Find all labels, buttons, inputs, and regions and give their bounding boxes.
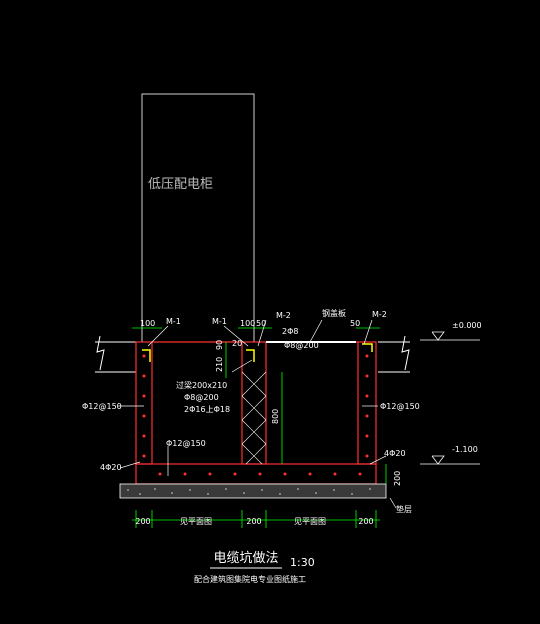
beam-rebar-label: 2Φ16上Φ18 xyxy=(184,405,230,414)
bottom-dim-text: 见平面图 xyxy=(294,517,326,526)
m1-mid-label: M-1 xyxy=(212,317,227,326)
title-block: 电缆坑做法 1:30 配合建筑图集院电专业图纸施工 xyxy=(194,550,315,584)
dim-800: 800 xyxy=(271,409,280,424)
bottom-dim-text: 200 xyxy=(135,517,150,526)
right-wall xyxy=(357,341,377,465)
weld-2d8: 2Φ8 xyxy=(282,327,298,336)
bottom-dim-text: 200 xyxy=(358,517,373,526)
middle-beam xyxy=(241,341,267,465)
bottom-slab xyxy=(135,463,377,485)
dim-100-b: 100 xyxy=(240,319,255,328)
corner-left-label: 4Φ20 xyxy=(100,463,122,472)
dim-50-b: 50 xyxy=(350,319,360,328)
beam-stirrup-label: Φ8@200 xyxy=(184,393,219,402)
cushion-layer xyxy=(119,483,387,499)
elevation-top-label: ±0.000 xyxy=(452,321,482,330)
dim-90: 90 xyxy=(215,340,224,350)
elevation-top-symbol xyxy=(431,331,445,341)
elevation-bottom-symbol xyxy=(431,455,445,465)
m2-mid-label: M-2 xyxy=(276,311,291,320)
cabinet-outline xyxy=(141,93,255,343)
dimension-lines xyxy=(132,327,387,528)
drawing-scale: 1:30 xyxy=(290,556,315,569)
rebar-dots xyxy=(142,354,369,476)
beam-size-label: 过梁200x210 xyxy=(176,380,227,390)
bottom-dim-text: 200 xyxy=(246,517,261,526)
break-mark-left xyxy=(96,335,105,371)
dim-210: 210 xyxy=(215,357,224,372)
angle-irons xyxy=(142,343,373,362)
pit-walls xyxy=(135,341,377,485)
dim-50-a: 50 xyxy=(256,319,266,328)
bottom-dim-text: 见平面图 xyxy=(180,517,212,526)
drawing-title: 电缆坑做法 xyxy=(213,550,278,566)
cushion-label: 垫层 xyxy=(396,504,412,514)
elevation-bottom-label: -1.100 xyxy=(452,445,478,454)
leader-lines xyxy=(118,319,397,509)
m2-right-label: M-2 xyxy=(372,310,387,319)
drawing-subtitle: 配合建筑图集院电专业图纸施工 xyxy=(194,574,306,584)
bottom-rebar-label: Φ12@150 xyxy=(166,439,206,448)
beam-hatch xyxy=(241,371,267,465)
dim-20: 20 xyxy=(232,339,242,348)
wall-rebar-right: Φ12@150 xyxy=(380,402,420,411)
cabinet: 低压配电柜 xyxy=(141,93,255,343)
break-mark-right xyxy=(401,335,410,371)
ground-lines xyxy=(95,335,410,373)
elevation-markers xyxy=(420,331,480,465)
wall-rebar-left: Φ12@150 xyxy=(82,402,122,411)
dim-200-right: 200 xyxy=(393,471,402,486)
corner-right-label: 4Φ20 xyxy=(384,449,406,458)
m1-left-label: M-1 xyxy=(166,317,181,326)
cabinet-label: 低压配电柜 xyxy=(148,177,213,192)
top-rebar-label: Φ8@200 xyxy=(284,341,319,350)
cover-plate-label: 钢盖板 xyxy=(322,308,346,318)
dim-100-a: 100 xyxy=(140,319,155,328)
